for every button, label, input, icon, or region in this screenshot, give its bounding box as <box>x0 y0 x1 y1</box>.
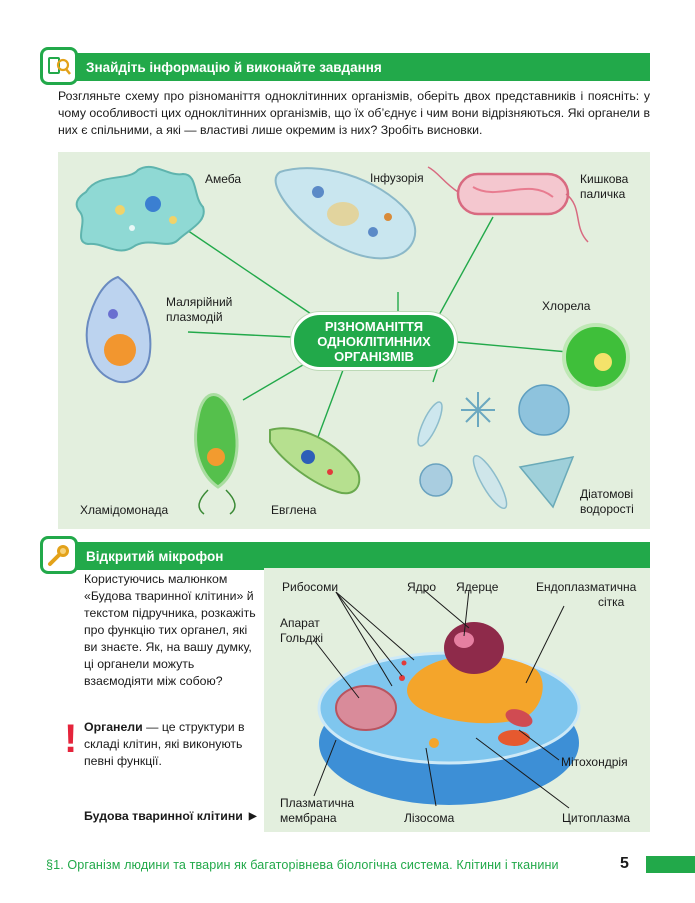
label-cytoplasm: Цитоплазма <box>562 811 631 825</box>
label-ecoli-line2: паличка <box>580 187 626 201</box>
page-bar <box>646 856 695 873</box>
label-diatoms-line1: Діатомові <box>580 487 634 501</box>
label-er-line2: сітка <box>598 595 625 609</box>
label-nucleus: Ядро <box>407 580 437 594</box>
label-euglena: Евглена <box>271 503 317 517</box>
label-infusoria: Інфузорія <box>370 171 424 185</box>
diagram-center-node: РІЗНОМАНІТТЯ ОДНОКЛІТИННИХ ОРГАНІЗМІВ <box>291 312 457 370</box>
animal-cell-figure: Рибосоми Ядро Ядерце Ендоплазматична сіт… <box>264 568 650 832</box>
microphone-icon <box>40 536 78 574</box>
label-ecoli-line1: Кишкова <box>580 172 629 186</box>
ecoli-illustration <box>427 166 589 243</box>
chlorella-illustration <box>562 323 630 391</box>
search-book-icon <box>40 47 78 85</box>
center-line-3: ОРГАНІЗМІВ <box>334 348 414 364</box>
exclamation-icon: ! <box>64 717 78 761</box>
label-lysosome: Лізосома <box>404 811 455 825</box>
page-number: 5 <box>620 855 629 872</box>
diatoms-illustration <box>417 384 575 510</box>
ameba-illustration <box>75 165 205 252</box>
label-golgi-line2: Гольджі <box>280 631 324 645</box>
chlamydomonas-illustration <box>194 393 239 515</box>
label-membrane-line2: мембрана <box>280 811 337 825</box>
label-golgi-line1: Апарат <box>280 616 320 630</box>
section-title: Знайдіть інформацію й виконайте завдання <box>86 59 382 75</box>
microphone-text: Користуючись малюнком «Будова тваринної … <box>84 572 256 688</box>
footer-text: §1. Організм людини та тварин як багатор… <box>46 858 559 872</box>
organism-diversity-diagram: Амеба Інфузорія Кишкова паличка Малярійн… <box>58 152 650 529</box>
label-plasmodium-line2: плазмодій <box>166 310 223 324</box>
label-diatoms-line2: водорості <box>580 502 634 516</box>
euglena-illustration <box>269 427 361 495</box>
label-er-line1: Ендоплазматична <box>536 580 637 594</box>
label-chlorella: Хлорела <box>542 299 591 313</box>
definition-term: Органели <box>84 720 143 734</box>
figure-caption: Будова тваринної клітини ▶ <box>84 809 257 823</box>
figure-caption-text: Будова тваринної клітини <box>84 809 243 823</box>
label-membrane-line1: Плазматична <box>280 796 355 810</box>
plasmodium-illustration <box>85 275 152 384</box>
label-chlamydomonas: Хламідомонада <box>80 503 169 517</box>
section-banner-microphone: Відкритий мікрофон <box>40 536 650 574</box>
diagram-drawing <box>75 165 630 515</box>
label-ribosomes: Рибосоми <box>282 580 339 594</box>
label-mitochondria: Мітохондрія <box>561 755 628 769</box>
label-ameba: Амеба <box>205 172 242 186</box>
section-banner-task: Знайдіть інформацію й виконайте завдання <box>40 47 650 85</box>
caption-arrow-icon: ▶ <box>248 810 257 822</box>
cell-drawing <box>313 589 581 809</box>
center-line-2: ОДНОКЛІТИННИХ <box>317 333 431 349</box>
task-text: Розгляньте схему про різноманіття однокл… <box>58 89 650 137</box>
center-line-1: РІЗНОМАНІТТЯ <box>324 318 424 334</box>
definition-rest: — це структури в складі клітин, які вико… <box>84 720 245 768</box>
label-plasmodium-line1: Малярійний <box>166 295 233 309</box>
infusoria-illustration <box>274 167 417 260</box>
section-title: Відкритий мікрофон <box>86 548 224 564</box>
organelle-definition: Органели — це структури в складі клітин,… <box>84 719 264 770</box>
label-nucleolus: Ядерце <box>456 580 499 594</box>
